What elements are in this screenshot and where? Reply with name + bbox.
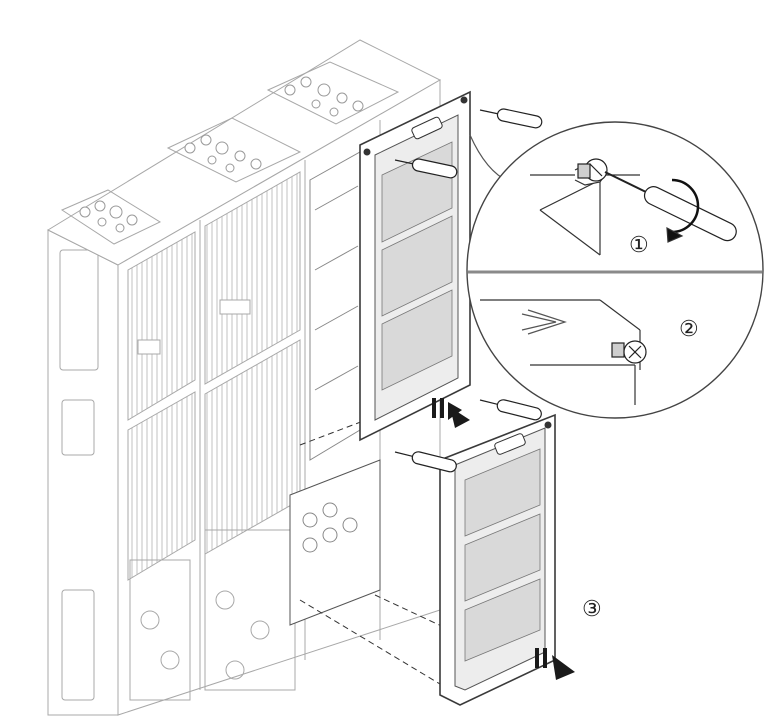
top-plate-3: [266, 61, 400, 125]
top-plate-2: [166, 117, 302, 183]
screw-icon: [363, 148, 371, 156]
step-marker-3: ③: [582, 596, 602, 621]
tab-pin-icon: [611, 342, 625, 358]
push-arrow-icon: [432, 398, 470, 428]
module-1: [127, 231, 196, 421]
screwdriver-icon: [394, 108, 543, 473]
rotate-arrow-icon: [671, 178, 700, 234]
side-cutout-bottom: [61, 589, 95, 701]
din-rail-frame: [289, 151, 381, 626]
detail-step-1: [530, 158, 737, 256]
module-2: [204, 171, 301, 385]
push-arrow-icon: [535, 648, 575, 680]
step-marker-2: ②: [679, 316, 699, 341]
screw-icon: [460, 96, 468, 104]
tab-pin-icon: [577, 163, 591, 179]
side-cutout-middle: [61, 399, 95, 456]
breaker-modules: [127, 171, 301, 581]
module-3: [127, 391, 196, 581]
side-cutout-top: [59, 249, 99, 371]
screw-icon: [544, 421, 552, 429]
module-handle-2: [219, 299, 251, 315]
detail-step-2: [480, 299, 647, 405]
step-marker-1: ①: [629, 232, 649, 257]
top-plate-1: [60, 189, 162, 245]
module-handle-1: [137, 339, 161, 355]
upper-cover-panel: [359, 90, 471, 442]
alignment-lines: [299, 389, 451, 691]
callout: [466, 121, 764, 419]
cabinet-left-side: [47, 229, 119, 716]
lower-cover-panel: [439, 413, 556, 706]
gland-holes: [79, 76, 364, 233]
